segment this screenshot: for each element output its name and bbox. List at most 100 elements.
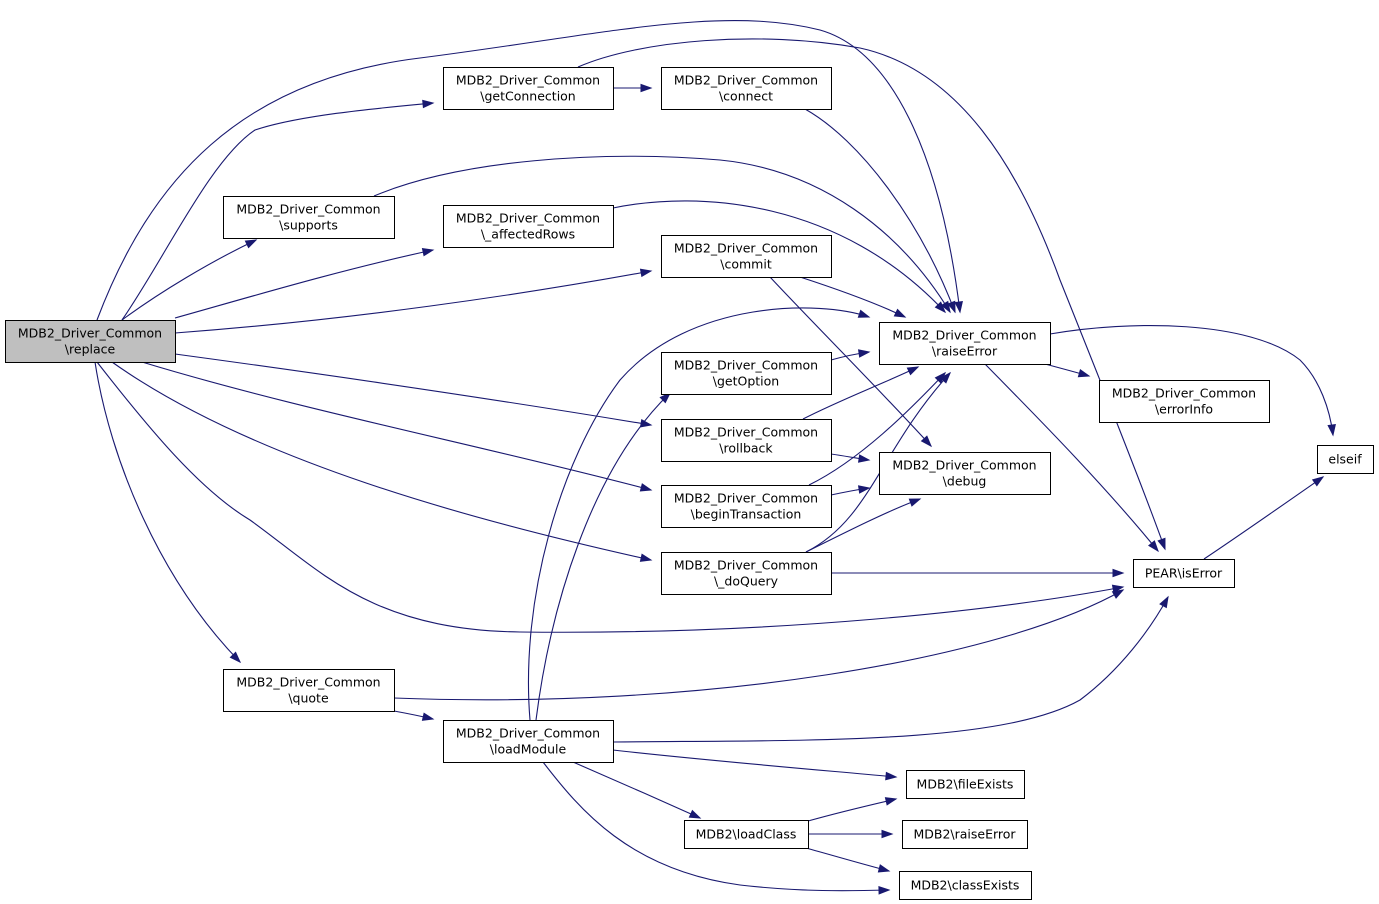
node-label: \getOption [713,374,779,389]
node-getOption[interactable]: MDB2_Driver_Common\getOption [661,352,832,395]
node-doQuery[interactable]: MDB2_Driver_Common\_doQuery [661,552,832,595]
arrowhead-icon [1148,540,1159,553]
node-label: MDB2_Driver_Common [674,558,818,573]
arrowhead-icon [939,371,951,384]
arrowhead-icon [639,483,653,492]
edge-replace-to-raiseError [96,20,963,321]
arrowhead-icon [1112,568,1125,578]
node-label: \_doQuery [714,574,779,589]
arrowhead-icon [884,797,898,806]
edge-replace-to-rollback [174,353,653,428]
arrowhead-icon [659,391,672,404]
node-getConnection[interactable]: MDB2_Driver_Common\getConnection [443,67,614,110]
node-beginTransaction[interactable]: MDB2_Driver_Common\beginTransaction [661,485,832,528]
node-label: MDB2_Driver_Common [456,73,600,88]
arrowhead-icon [421,247,435,257]
node-affectedRows[interactable]: MDB2_Driver_Common\_affectedRows [443,205,614,248]
arrowhead-icon [906,366,920,376]
node-errorInfo[interactable]: MDB2_Driver_Common\errorInfo [1099,380,1270,423]
node-commit[interactable]: MDB2_Driver_Common\commit [661,235,832,278]
edge-doQuery-to-raiseError [805,371,951,553]
node-label: MDB2_Driver_Common [674,241,818,256]
arrowhead-icon [229,651,242,664]
node-label: \getConnection [480,89,575,104]
node-label: \quote [288,691,329,706]
edge-doQuery-to-isError [831,568,1125,578]
node-label: MDB2_Driver_Common [674,73,818,88]
node-label: MDB2_Driver_Common [236,675,380,690]
edge-replace-to-isError [96,361,1125,633]
arrowhead-icon [893,308,907,318]
arrowhead-icon [877,864,891,873]
edge-quote-to-loadModule [393,710,435,721]
node-label: MDB2_Driver_Common [456,726,600,741]
node-label: MDB2_Driver_Common [674,358,818,373]
node-supports[interactable]: MDB2_Driver_Common\supports [223,196,395,239]
node-loadModule[interactable]: MDB2_Driver_Common\loadModule [443,720,614,763]
node-label: MDB2_Driver_Common [674,425,818,440]
edge-quote-to-isError [393,589,1125,701]
arrowhead-icon [1327,424,1336,437]
node-loadClass[interactable]: MDB2\loadClass [684,820,809,849]
node-label: elseif [1328,452,1362,467]
arrowhead-icon [940,300,951,314]
node-label: \replace [65,342,116,357]
edge-getConnection-to-connect [613,83,653,93]
edge-replace-to-getConnection [121,99,435,321]
node-replace[interactable]: MDB2_Driver_Common\replace [5,320,176,363]
arrowhead-icon [1311,476,1325,487]
arrowhead-icon [639,268,653,278]
edge-replace-to-doQuery [111,361,653,562]
edge-loadModule-to-isError [612,595,1169,743]
edge-raiseError-to-elseif [1049,325,1336,437]
node-label: \rollback [719,441,773,456]
edge-replace-to-beginTransaction [141,361,653,492]
node-label: MDB2_Driver_Common [892,328,1036,343]
arrowhead-icon [857,309,871,318]
node-debug[interactable]: MDB2_Driver_Common\debug [879,452,1051,495]
arrowhead-icon [885,771,898,781]
arrowhead-icon [954,301,963,314]
node-label: \debug [943,474,987,489]
node-label: MDB2_Driver_Common [18,326,162,341]
edge-affectedRows-to-raiseError [612,200,947,314]
arrowhead-icon [640,83,653,93]
arrowhead-icon [947,300,956,314]
node-raiseError[interactable]: MDB2_Driver_Common\raiseError [879,322,1051,365]
arrowhead-icon [421,712,435,721]
node-label: MDB2\loadClass [696,827,797,842]
edge-raiseError-to-errorInfo [1044,363,1091,378]
node-label: \_affectedRows [481,227,575,242]
edge-replace-to-affectedRows [174,247,435,319]
node-rollback[interactable]: MDB2_Driver_Common\rollback [661,419,832,462]
arrowhead-icon [920,435,932,448]
node-classExists[interactable]: MDB2\classExists [899,871,1032,900]
edge-loadModule-to-raiseError [527,307,871,721]
node-label: MDB2_Driver_Common [674,491,818,506]
node-mdb2RaiseError[interactable]: MDB2\raiseError [902,820,1028,849]
arrowhead-icon [639,553,653,562]
node-fileExists[interactable]: MDB2\fileExists [906,770,1025,799]
node-label: \beginTransaction [691,507,802,522]
arrowhead-icon [934,301,947,314]
node-label: MDB2_Driver_Common [1112,386,1256,401]
arrowhead-icon [1159,595,1169,609]
edge-supports-to-raiseError [373,155,951,314]
edge-replace-to-commit [174,268,653,334]
call-edges [94,20,1336,895]
arrowhead-icon [1077,368,1091,378]
node-isError[interactable]: PEAR\isError [1133,559,1235,588]
node-elseif[interactable]: elseif [1317,445,1374,474]
edge-replace-to-quote [94,361,242,664]
node-label: MDB2\classExists [911,878,1020,893]
function-nodes: MDB2_Driver_Common\replaceMDB2_Driver_Co… [5,67,1374,900]
arrowhead-icon [857,349,871,358]
node-label: MDB2_Driver_Common [456,211,600,226]
node-label: \raiseError [932,344,998,359]
arrowhead-icon [1157,537,1166,551]
node-connect[interactable]: MDB2_Driver_Common\connect [661,67,832,110]
node-quote[interactable]: MDB2_Driver_Common\quote [223,669,395,712]
edge-loadModule-to-loadClass [572,761,702,819]
edge-commit-to-raiseError [799,276,907,318]
